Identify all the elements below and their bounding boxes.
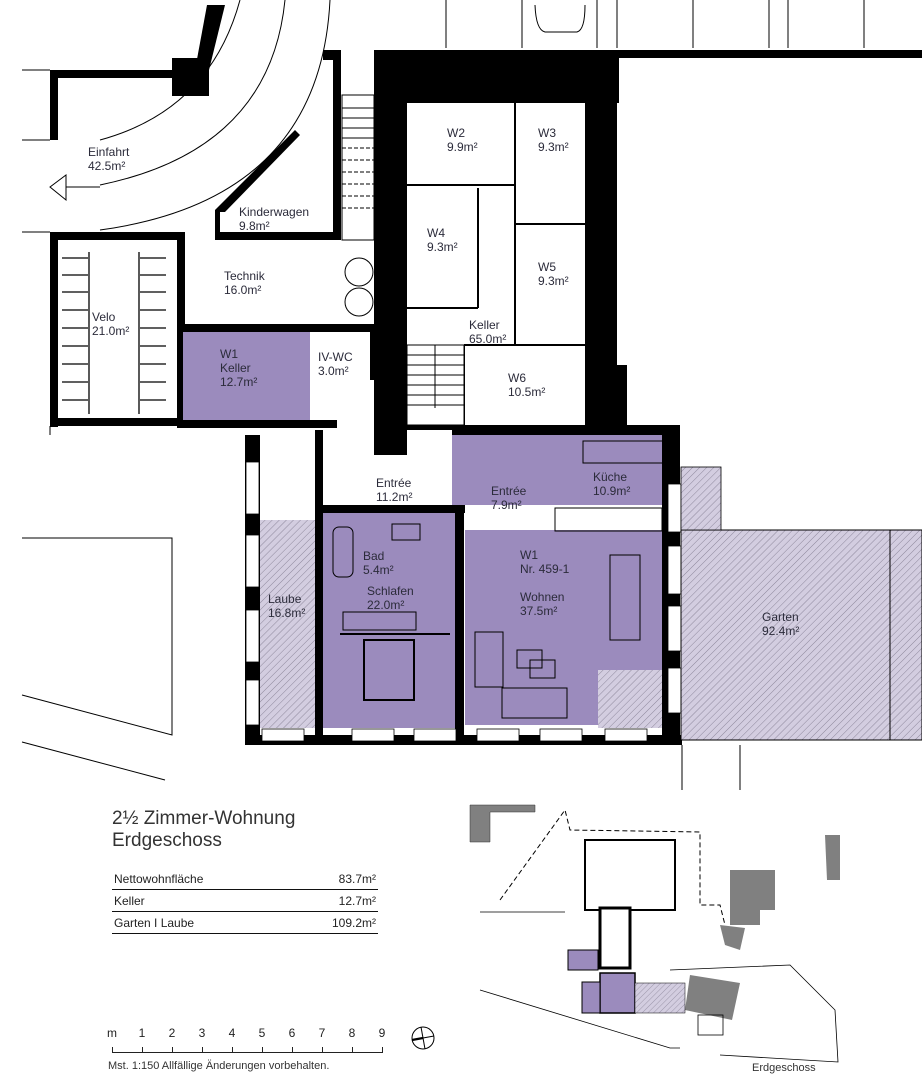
windows [245, 461, 682, 742]
room-label: W1 Keller 12.7m² [220, 347, 258, 389]
room-label: Küche 10.9m² [593, 470, 631, 498]
room-label: Laube 16.8m² [268, 592, 306, 620]
north-arrow-icon [411, 1026, 435, 1050]
garten-hatch [680, 529, 922, 741]
walls [50, 5, 922, 745]
scale-bar: m 1 2 3 4 5 6 7 8 9 Mst. 1:150 Allfällig… [107, 1026, 388, 1072]
context-lines [21, 69, 741, 790]
laube-hatch [260, 520, 315, 728]
room-label: W3 9.3m² [538, 126, 569, 154]
room-label: Technik 16.0m² [224, 269, 265, 297]
site-plan-caption: Erdgeschoss [752, 1062, 816, 1074]
apartment-w1 [183, 332, 662, 728]
room-label: Kinderwagen 9.8m² [239, 205, 310, 233]
furniture [332, 440, 664, 719]
room-label: W4 9.3m² [427, 226, 458, 254]
room-label: Keller 65.0m² [469, 318, 507, 346]
site-plan [469, 804, 840, 1063]
room-label: W6 10.5m² [508, 371, 546, 399]
room-label: W1 Nr. 459-1 Wohnen 37.5m² [520, 548, 570, 618]
scale-numbers: m 1 2 3 4 5 6 7 8 9 [107, 1026, 386, 1040]
stairs [341, 94, 465, 426]
room-label: W5 9.3m² [538, 260, 569, 288]
room-label: Garten 92.4m² [762, 610, 800, 638]
room-label: IV-WC 3.0m² [318, 350, 353, 378]
terrace-stairs [680, 466, 722, 531]
room-label: Velo 21.0m² [92, 310, 130, 338]
scale-note: Mst. 1:150 Allfällige Änderungen vorbeha… [108, 1060, 330, 1072]
room-label: Einfahrt 42.5m² [88, 145, 130, 173]
corner-hatch [598, 670, 662, 728]
technik-tanks [344, 257, 374, 317]
room-label: Entrée 7.9m² [491, 484, 527, 512]
w1-keller [183, 332, 310, 420]
driveway-arcs [49, 0, 331, 231]
room-label: Entrée 11.2m² [376, 476, 413, 504]
scale-line [112, 1044, 383, 1053]
bike-racks [62, 252, 166, 414]
room-label: Schlafen 22.0m² [367, 584, 414, 612]
street-lines [445, 0, 865, 48]
room-label: W2 9.9m² [447, 126, 478, 154]
room-label: Bad 5.4m² [363, 549, 394, 577]
